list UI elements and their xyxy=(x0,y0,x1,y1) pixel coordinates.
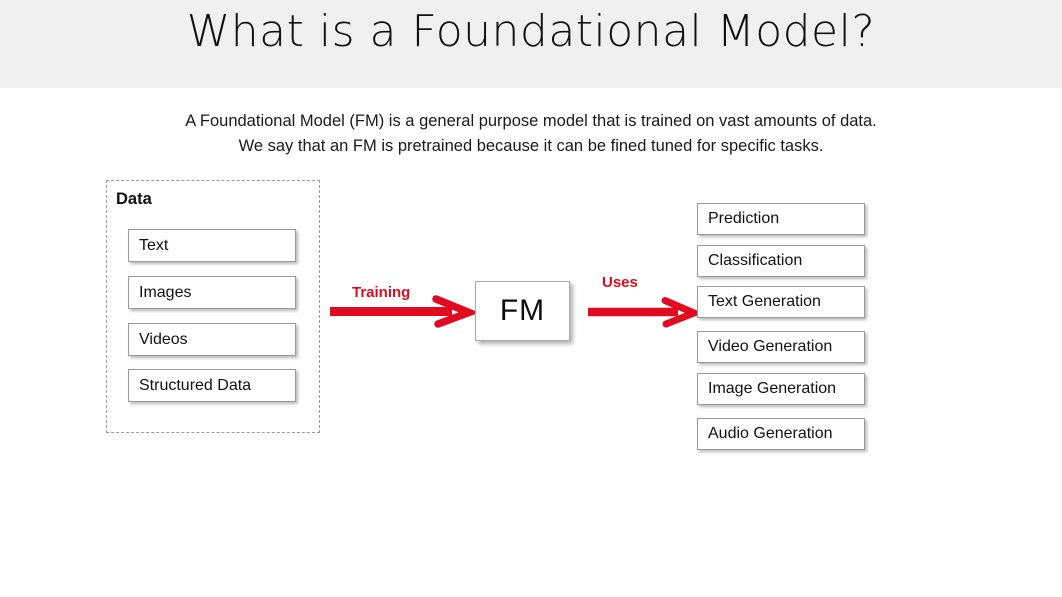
data-item-label: Videos xyxy=(139,330,188,348)
output-item-classification[interactable]: Classification xyxy=(697,245,865,277)
data-item-images[interactable]: Images xyxy=(128,276,296,309)
output-item-text-generation[interactable]: Text Generation xyxy=(697,286,865,318)
training-arrow xyxy=(330,295,480,328)
fm-model-label: FM xyxy=(499,294,546,327)
uses-arrow-label: Uses xyxy=(602,274,638,291)
subtitle-line-1: A Foundational Model (FM) is a general p… xyxy=(185,112,877,130)
data-item-text[interactable]: Text xyxy=(128,229,296,262)
output-item-label: Prediction xyxy=(708,210,780,227)
data-item-label: Text xyxy=(139,236,169,254)
subtitle-line-2: We say that an FM is pretrained because … xyxy=(238,137,824,155)
output-item-audio-generation[interactable]: Audio Generation xyxy=(697,418,865,450)
output-item-label: Text Generation xyxy=(708,293,821,310)
data-group-container xyxy=(106,180,320,433)
header-band xyxy=(0,0,1062,88)
data-item-label: Structured Data xyxy=(139,376,252,394)
subtitle-paragraph: A Foundational Model (FM) is a general p… xyxy=(60,109,1002,159)
output-item-label: Video Generation xyxy=(708,338,833,355)
data-item-videos[interactable]: Videos xyxy=(128,323,296,356)
output-item-label: Audio Generation xyxy=(708,425,833,442)
output-item-video-generation[interactable]: Video Generation xyxy=(697,331,865,363)
output-item-label: Image Generation xyxy=(708,380,837,397)
data-item-structured-data[interactable]: Structured Data xyxy=(128,369,296,402)
training-arrow-label: Training xyxy=(352,284,411,301)
output-item-image-generation[interactable]: Image Generation xyxy=(697,373,865,405)
output-item-prediction[interactable]: Prediction xyxy=(697,203,865,235)
page-title: What is a Foundational Model? xyxy=(186,6,876,57)
uses-arrow xyxy=(588,297,704,328)
fm-model-box[interactable]: FM xyxy=(475,281,570,341)
output-item-label: Classification xyxy=(708,252,803,269)
data-item-label: Images xyxy=(139,283,192,301)
data-group-label: Data xyxy=(116,190,152,208)
